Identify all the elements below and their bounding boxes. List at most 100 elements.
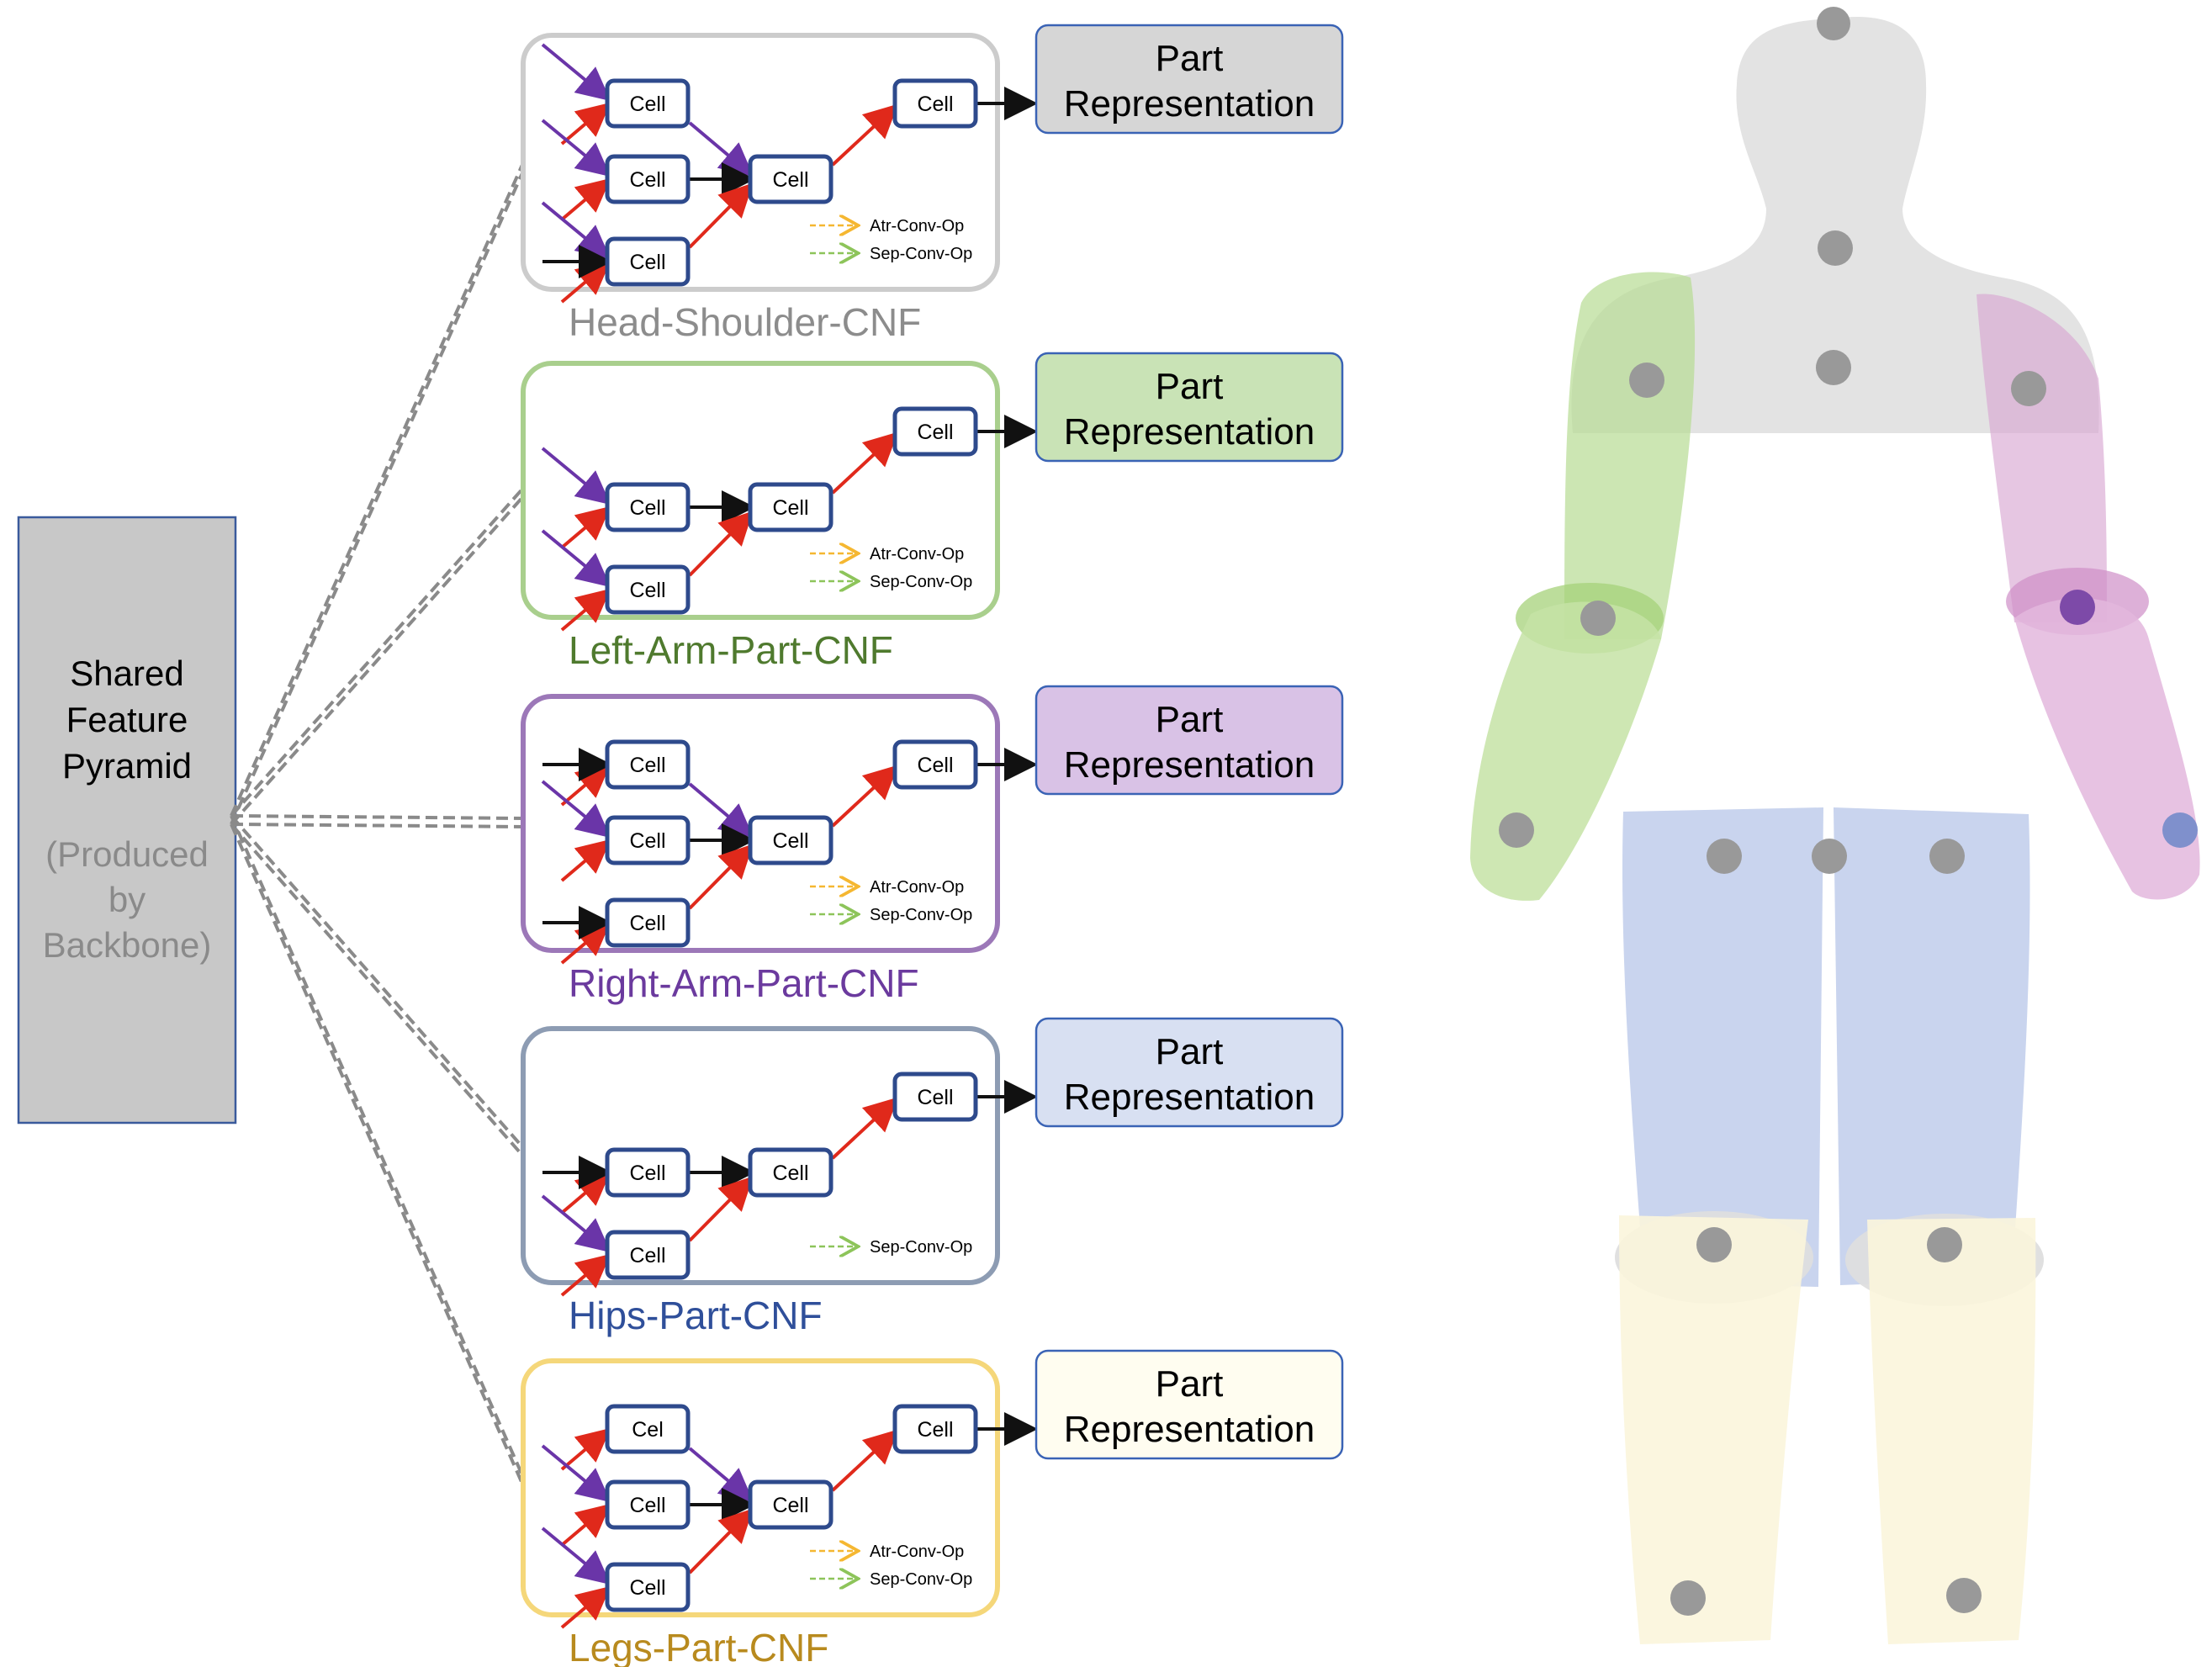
- cell-box: [748, 482, 833, 532]
- part-representation-line2: Representation: [1064, 1409, 1315, 1450]
- left-hip-joint: [1707, 839, 1742, 874]
- cell-label: Cell: [629, 912, 665, 935]
- cell-box: [605, 1147, 691, 1198]
- cell-box: [605, 815, 691, 865]
- sep-legend-label: Sep-Conv-Op: [870, 1570, 972, 1589]
- right-knee-joint: [1927, 1227, 1962, 1262]
- cell-box: [748, 1147, 833, 1198]
- dashed-connector: [230, 492, 527, 826]
- part-representation-line2: Representation: [1064, 83, 1315, 124]
- part-representation-line1: Part: [1156, 1031, 1224, 1072]
- cell-label: Cell: [629, 168, 665, 192]
- cell-node: Cel: [605, 1404, 691, 1454]
- cell-box: [892, 406, 978, 457]
- cell-arrow: [831, 431, 898, 495]
- cell-box: [748, 815, 833, 865]
- input-arrow: [541, 780, 611, 839]
- cell-node: Cell: [605, 78, 691, 129]
- atr-legend-label: Atr-Conv-Op: [870, 545, 964, 564]
- cell-box: [605, 1404, 691, 1454]
- input-arrow: [560, 588, 611, 632]
- dashed-connectors: [230, 156, 527, 1492]
- cell-node: Cell: [892, 78, 978, 129]
- right-wrist-joint: [2162, 812, 2198, 848]
- atr-legend-label: Atr-Conv-Op: [870, 217, 964, 235]
- right-elbow-joint: [2060, 590, 2095, 625]
- left-shoulder-joint: [1629, 363, 1664, 398]
- sep-legend-label: Sep-Conv-Op: [870, 245, 972, 263]
- left-wrist-joint: [1499, 812, 1534, 848]
- shared-title-line1: Shared: [70, 654, 183, 693]
- part-representation-box: [1035, 24, 1344, 135]
- cell-box: [892, 1404, 978, 1454]
- cell-box: [605, 897, 691, 948]
- part-representation-box: [1035, 685, 1344, 796]
- cell-label: Cell: [772, 1162, 808, 1185]
- input-arrow: [560, 177, 611, 221]
- pelvis-joint: [1812, 839, 1847, 874]
- cell-box: [605, 739, 691, 790]
- op-legend: Sep-Conv-Op: [810, 1238, 972, 1257]
- left-knee-joint: [1696, 1227, 1732, 1262]
- input-arrow: [541, 119, 611, 177]
- cell-label: Cell: [629, 829, 665, 853]
- dashed-connector: [230, 823, 527, 828]
- cell-arrow: [831, 1097, 898, 1160]
- cnf-name: Hips-Part-CNF: [569, 1294, 823, 1337]
- left-upper-arm-region: [1564, 272, 1696, 639]
- sep-legend-label: Sep-Conv-Op: [870, 906, 972, 924]
- part-representation-box: [1035, 352, 1344, 463]
- input-arrow: [560, 839, 611, 882]
- cell-arrow: [688, 511, 754, 577]
- cell-label: Cell: [772, 168, 808, 192]
- cell-box: [605, 1479, 691, 1530]
- cell-node: Cell: [605, 564, 691, 615]
- dashed-connector: [230, 814, 527, 820]
- cnf-network: Head-Shoulder-CNFCellCellCellCellCellAtr…: [521, 24, 1344, 344]
- cnf-name: Left-Arm-Part-CNF: [569, 628, 893, 672]
- cell-node: Cell: [748, 154, 833, 204]
- part-representation-line2: Representation: [1064, 1077, 1315, 1118]
- cell-label: Cell: [917, 1418, 953, 1442]
- cell-box: [605, 154, 691, 204]
- cell-box: [892, 739, 978, 790]
- input-arrow: [541, 529, 611, 588]
- left-lower-leg-region: [1619, 1215, 1808, 1644]
- cell-label: Cell: [629, 579, 665, 602]
- right-lower-leg-region: [1867, 1218, 2036, 1644]
- right-hip-joint: [1929, 839, 1965, 874]
- cell-box: [605, 236, 691, 287]
- input-arrow: [560, 1585, 611, 1629]
- cnf-name: Head-Shoulder-CNF: [569, 300, 921, 344]
- shared-feature-pyramid-box: [17, 516, 237, 1125]
- cell-arrow: [831, 1429, 898, 1492]
- cell-node: Cell: [748, 482, 833, 532]
- cell-box: [605, 1562, 691, 1612]
- input-arrow: [560, 1253, 611, 1297]
- cell-node: Cell: [605, 154, 691, 204]
- shared-subtitle-line2: by: [108, 880, 146, 919]
- cnf-networks: Head-Shoulder-CNFCellCellCellCellCellAtr…: [521, 24, 1344, 1667]
- dashed-connector: [230, 156, 527, 817]
- part-representation-line1: Part: [1156, 699, 1224, 740]
- cell-box: [892, 1072, 978, 1122]
- dashed-connector: [230, 484, 527, 818]
- part-representation-box: [1035, 1017, 1344, 1128]
- cell-box: [605, 564, 691, 615]
- cell-node: Cell: [892, 1072, 978, 1122]
- part-representation-line1: Part: [1156, 366, 1224, 407]
- dashed-connector: [230, 814, 527, 1152]
- sep-legend-label: Sep-Conv-Op: [870, 573, 972, 591]
- shared-title-line2: Feature: [66, 700, 188, 739]
- cell-node: Cell: [892, 1404, 978, 1454]
- input-arrow: [541, 1527, 611, 1585]
- input-arrow: [541, 447, 611, 505]
- right-shoulder-joint: [2011, 371, 2046, 406]
- right-forearm-region: [2014, 598, 2200, 900]
- cell-label: Cell: [772, 496, 808, 520]
- cell-node: Cell: [748, 815, 833, 865]
